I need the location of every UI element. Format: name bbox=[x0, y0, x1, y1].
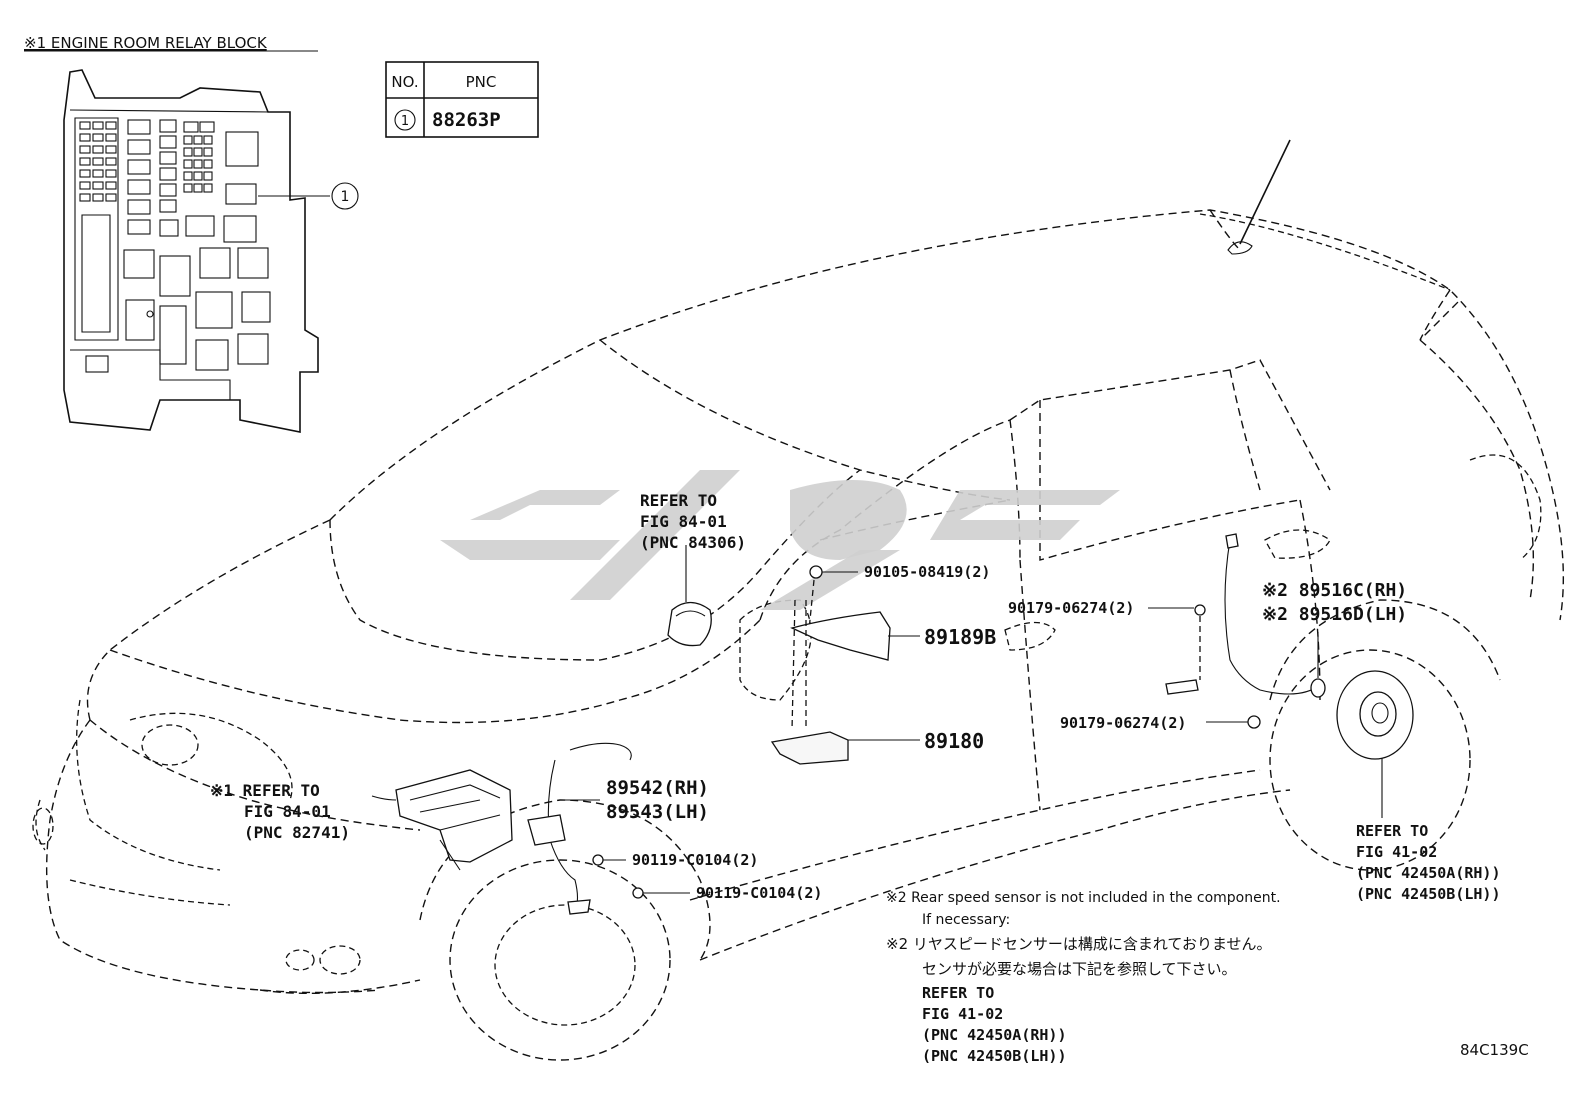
label-bolt-door-bottom: 90179-06274(2) bbox=[1060, 714, 1186, 732]
refer-steering-line2: FIG 84-01 bbox=[640, 512, 727, 531]
watermark bbox=[440, 470, 1120, 610]
note-en-line1: ※2 Rear speed sensor is not included in … bbox=[886, 890, 1281, 906]
label-part-rear-rh: ※2 89516C(RH) bbox=[1262, 580, 1407, 601]
label-bolt-front-2: 90119-C0104(2) bbox=[696, 884, 822, 902]
relay-block-title: ※1 ENGINE ROOM RELAY BLOCK bbox=[24, 34, 268, 52]
note-jp-line2: センサが必要な場合は下記を参照して下さい。 bbox=[922, 960, 1237, 978]
refer-steering-line3: (PNC 84306) bbox=[640, 533, 746, 552]
note-refer-line1: REFER TO bbox=[922, 984, 994, 1002]
front-speed-sensor bbox=[527, 742, 690, 915]
relay-block-inset: ※1 ENGINE ROOM RELAY BLOCK bbox=[24, 34, 359, 433]
label-bolt-door-top: 90179-06274(2) bbox=[1008, 599, 1134, 617]
note-jp-line1: ※2 リヤスピードセンサーは構成に含まれておりません。 bbox=[886, 935, 1272, 953]
relay-block-in-vehicle bbox=[371, 769, 513, 871]
label-part-front-lh: 89543(LH) bbox=[606, 801, 709, 823]
figure-code: 84C139C bbox=[1460, 1041, 1529, 1059]
refer-relay-line2: FIG 84-01 bbox=[244, 802, 331, 821]
label-part-rear-lh: ※2 89516D(LH) bbox=[1262, 604, 1407, 625]
rear-sensor-hub bbox=[1148, 533, 1414, 818]
relay-block-marker: 1 bbox=[341, 189, 350, 205]
refer-hub-line4: (PNC 42450B(LH)) bbox=[1356, 885, 1501, 903]
callout-labels: REFER TO FIG 84-01 (PNC 84306) 90105-084… bbox=[210, 491, 1501, 903]
refer-steering-line1: REFER TO bbox=[640, 491, 717, 510]
bracket-assembly bbox=[770, 565, 920, 765]
note-refer-line2: FIG 41-02 bbox=[922, 1005, 1003, 1023]
pnc-table-header-pnc: PNC bbox=[466, 73, 497, 91]
note-en-line2: If necessary: bbox=[922, 912, 1010, 928]
pnc-table-header-no: NO. bbox=[391, 73, 418, 91]
steering-sensor bbox=[667, 545, 712, 647]
label-part-ecu: 89180 bbox=[924, 729, 984, 753]
refer-hub-line1: REFER TO bbox=[1356, 822, 1428, 840]
refer-hub-line3: (PNC 42450A(RH)) bbox=[1356, 864, 1501, 882]
label-part-bracket: 89189B bbox=[924, 625, 996, 649]
pnc-table-row-no: 1 bbox=[401, 114, 409, 129]
pnc-table-row-pnc: 88263P bbox=[432, 109, 501, 131]
label-bolt-front-1: 90119-C0104(2) bbox=[632, 851, 758, 869]
note-refer-line4: (PNC 42450B(LH)) bbox=[922, 1047, 1067, 1065]
refer-relay-line3: (PNC 82741) bbox=[244, 823, 350, 842]
label-part-front-rh: 89542(RH) bbox=[606, 777, 709, 799]
vehicle-outline bbox=[32, 139, 1565, 1061]
note-refer-line3: (PNC 42450A(RH)) bbox=[922, 1026, 1067, 1044]
refer-relay-line1: ※1 REFER TO bbox=[210, 781, 320, 800]
pnc-table: NO. PNC 1 88263P bbox=[385, 61, 539, 138]
notes-block: ※2 Rear speed sensor is not included in … bbox=[886, 890, 1281, 1065]
refer-hub-line2: FIG 41-02 bbox=[1356, 843, 1437, 861]
label-bolt-upper: 90105-08419(2) bbox=[864, 563, 990, 581]
